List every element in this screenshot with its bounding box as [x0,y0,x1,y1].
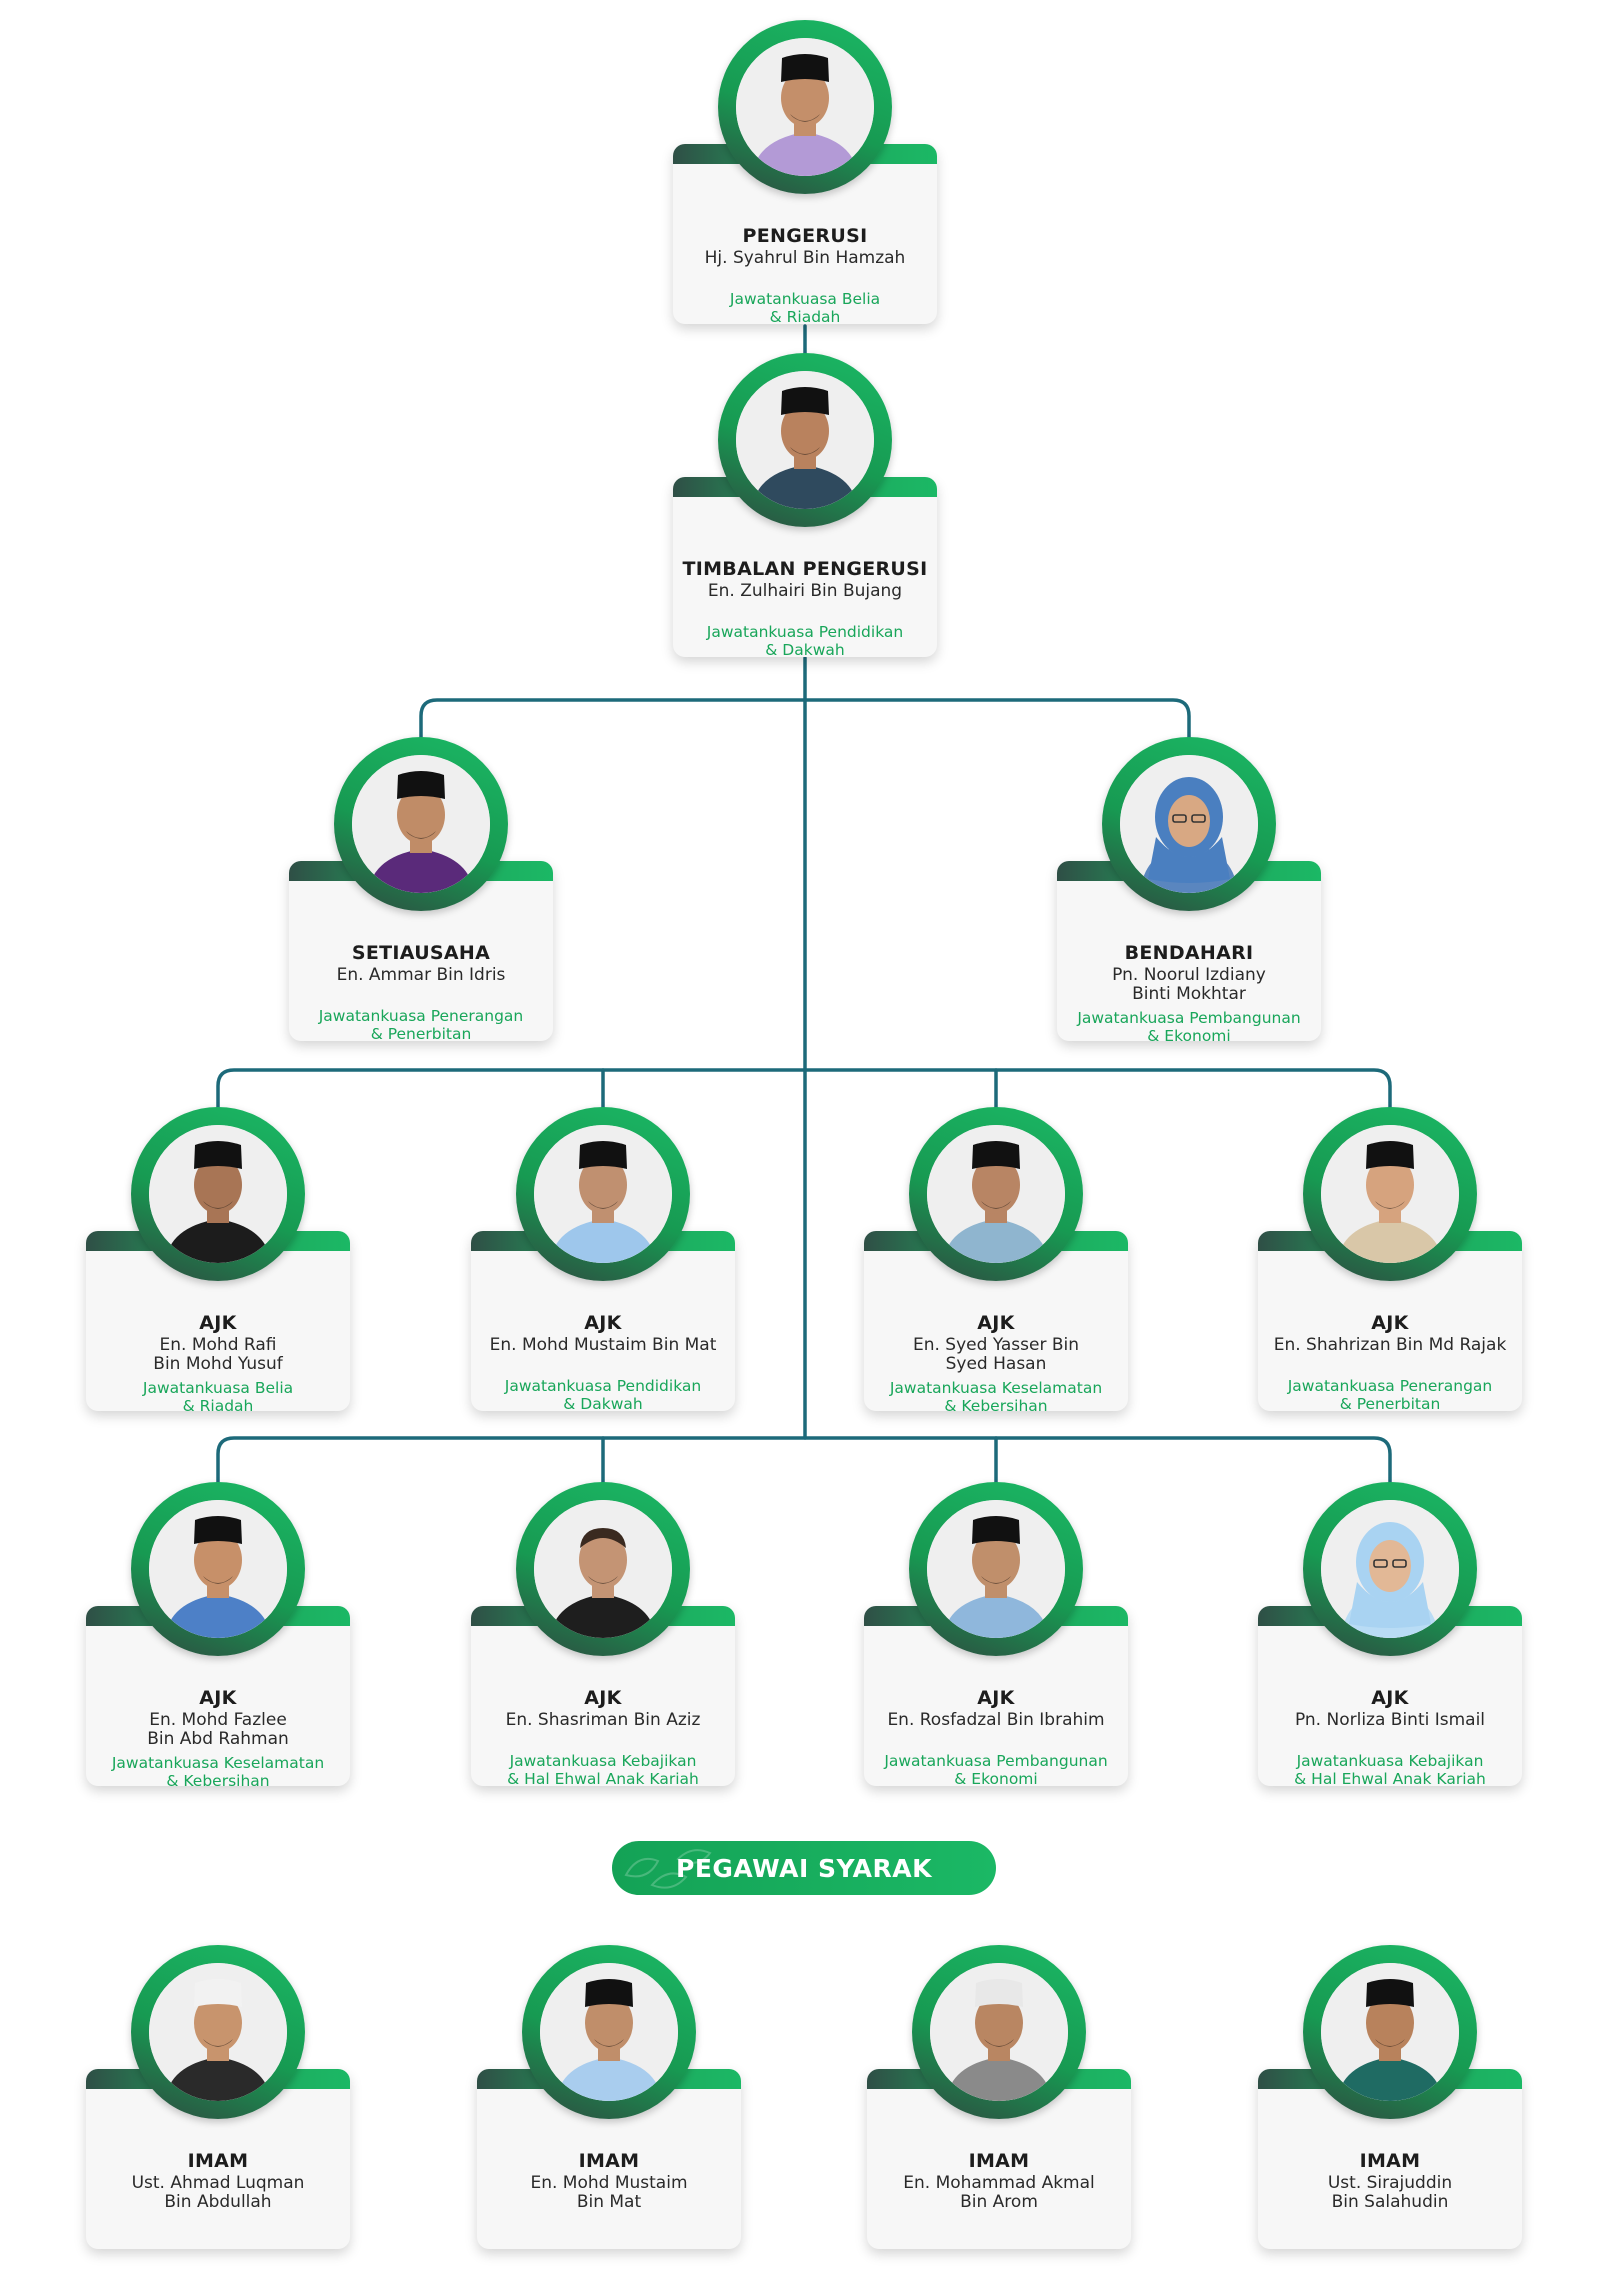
member-role: IMAM [968,2150,1030,2172]
avatar [1321,1125,1459,1263]
member-committee: Jawatankuasa Pembangunan & Ekonomi [884,1752,1108,1788]
avatar-ring [912,1945,1086,2119]
person-portrait-icon [149,1500,287,1638]
member-role: AJK [584,1687,622,1709]
member-committee: Jawatankuasa Keselamatan & Kebersihan [111,1754,325,1790]
avatar-ring [131,1107,305,1281]
member-name: En. Shahrizan Bin Md Rajak [1273,1335,1507,1355]
member-name: Hj. Syahrul Bin Hamzah [704,248,906,268]
member-role: AJK [199,1312,237,1334]
person-portrait-icon [736,371,874,509]
section-title: PEGAWAI SYARAK [676,1853,932,1883]
avatar [540,1963,678,2101]
member-committee: Jawatankuasa Kebajikan & Hal Ehwal Anak … [1294,1752,1486,1788]
person-portrait-icon [352,755,490,893]
avatar [927,1125,1065,1263]
avatar-ring [516,1107,690,1281]
avatar-ring [718,353,892,527]
member-role: IMAM [578,2150,640,2172]
avatar [352,755,490,893]
member-role: AJK [977,1687,1015,1709]
member-role: BENDAHARI [1124,942,1254,964]
avatar-ring [718,20,892,194]
member-role: IMAM [187,2150,249,2172]
member-name: Pn. Norliza Binti Ismail [1294,1710,1486,1730]
member-name: En. Shasriman Bin Aziz [505,1710,701,1730]
member-name: En. Zulhairi Bin Bujang [707,581,903,601]
avatar-ring [909,1482,1083,1656]
avatar [1120,755,1258,893]
avatar-ring [516,1482,690,1656]
avatar [534,1125,672,1263]
person-portrait-icon [1321,1125,1459,1263]
member-committee: Jawatankuasa Penerangan & Penerbitan [1287,1377,1493,1413]
member-committee: Jawatankuasa Kebajikan & Hal Ehwal Anak … [507,1752,699,1788]
member-role: AJK [977,1312,1015,1334]
connector-ajk-row-1 [216,1068,1392,1114]
avatar [930,1963,1068,2101]
avatar [1321,1963,1459,2101]
connector-officers [419,698,1191,744]
avatar [927,1500,1065,1638]
avatar-ring [1303,1945,1477,2119]
person-portrait-icon [534,1500,672,1638]
member-role: SETIAUSAHA [351,942,491,964]
avatar [534,1500,672,1638]
member-committee: Jawatankuasa Keselamatan & Kebersihan [889,1379,1103,1415]
member-role: PENGERUSI [742,225,868,247]
connector-ajk-row-2 [216,1436,1392,1489]
person-portrait-icon [1120,755,1258,893]
member-committee: Jawatankuasa Pendidikan & Dakwah [504,1377,702,1413]
avatar-ring [1102,737,1276,911]
member-role: AJK [199,1687,237,1709]
member-role: AJK [1371,1312,1409,1334]
member-name: En. Ammar Bin Idris [336,965,506,985]
member-role: AJK [1371,1687,1409,1709]
avatar-ring [1303,1107,1477,1281]
avatar-ring [131,1482,305,1656]
avatar [736,38,874,176]
avatar [149,1963,287,2101]
member-name: En. Mohd Mustaim Bin Mat [530,2173,688,2212]
person-portrait-icon [927,1500,1065,1638]
member-committee: Jawatankuasa Pembangunan & Ekonomi [1077,1009,1301,1045]
member-role: TIMBALAN PENGERUSI [682,558,928,580]
member-committee: Jawatankuasa Pendidikan & Dakwah [706,623,904,659]
person-portrait-icon [1321,1500,1459,1638]
member-name: En. Syed Yasser Bin Syed Hasan [912,1335,1079,1374]
person-portrait-icon [149,1125,287,1263]
member-name: Ust. Ahmad Luqman Bin Abdullah [131,2173,305,2212]
avatar-ring [131,1945,305,2119]
avatar [149,1500,287,1638]
leaf-pattern-icon [624,1849,712,1889]
member-role: IMAM [1359,2150,1421,2172]
member-committee: Jawatankuasa Belia & Riadah [729,290,881,326]
member-name: Ust. Sirajuddin Bin Salahudin [1327,2173,1453,2212]
person-portrait-icon [1321,1963,1459,2101]
member-name: Pn. Noorul Izdiany Binti Mokhtar [1112,965,1266,1004]
avatar-ring [1303,1482,1477,1656]
avatar-ring [909,1107,1083,1281]
person-portrait-icon [736,38,874,176]
person-portrait-icon [149,1963,287,2101]
member-committee: Jawatankuasa Belia & Riadah [142,1379,294,1415]
person-portrait-icon [534,1125,672,1263]
person-portrait-icon [930,1963,1068,2101]
member-committee: Jawatankuasa Penerangan & Penerbitan [318,1007,524,1043]
avatar [149,1125,287,1263]
avatar-ring [522,1945,696,2119]
avatar [736,371,874,509]
person-portrait-icon [540,1963,678,2101]
member-name: En. Mohd Mustaim Bin Mat [489,1335,717,1355]
member-name: En. Mohd Fazlee Bin Abd Rahman [147,1710,289,1749]
pegawai-syarak-banner: PEGAWAI SYARAK [612,1841,996,1895]
person-portrait-icon [927,1125,1065,1263]
avatar-ring [334,737,508,911]
member-name: En. Rosfadzal Bin Ibrahim [887,1710,1105,1730]
member-name: En. Mohammad Akmal Bin Arom [903,2173,1095,2212]
member-name: En. Mohd Rafi Bin Mohd Yusuf [153,1335,283,1374]
avatar [1321,1500,1459,1638]
member-role: AJK [584,1312,622,1334]
